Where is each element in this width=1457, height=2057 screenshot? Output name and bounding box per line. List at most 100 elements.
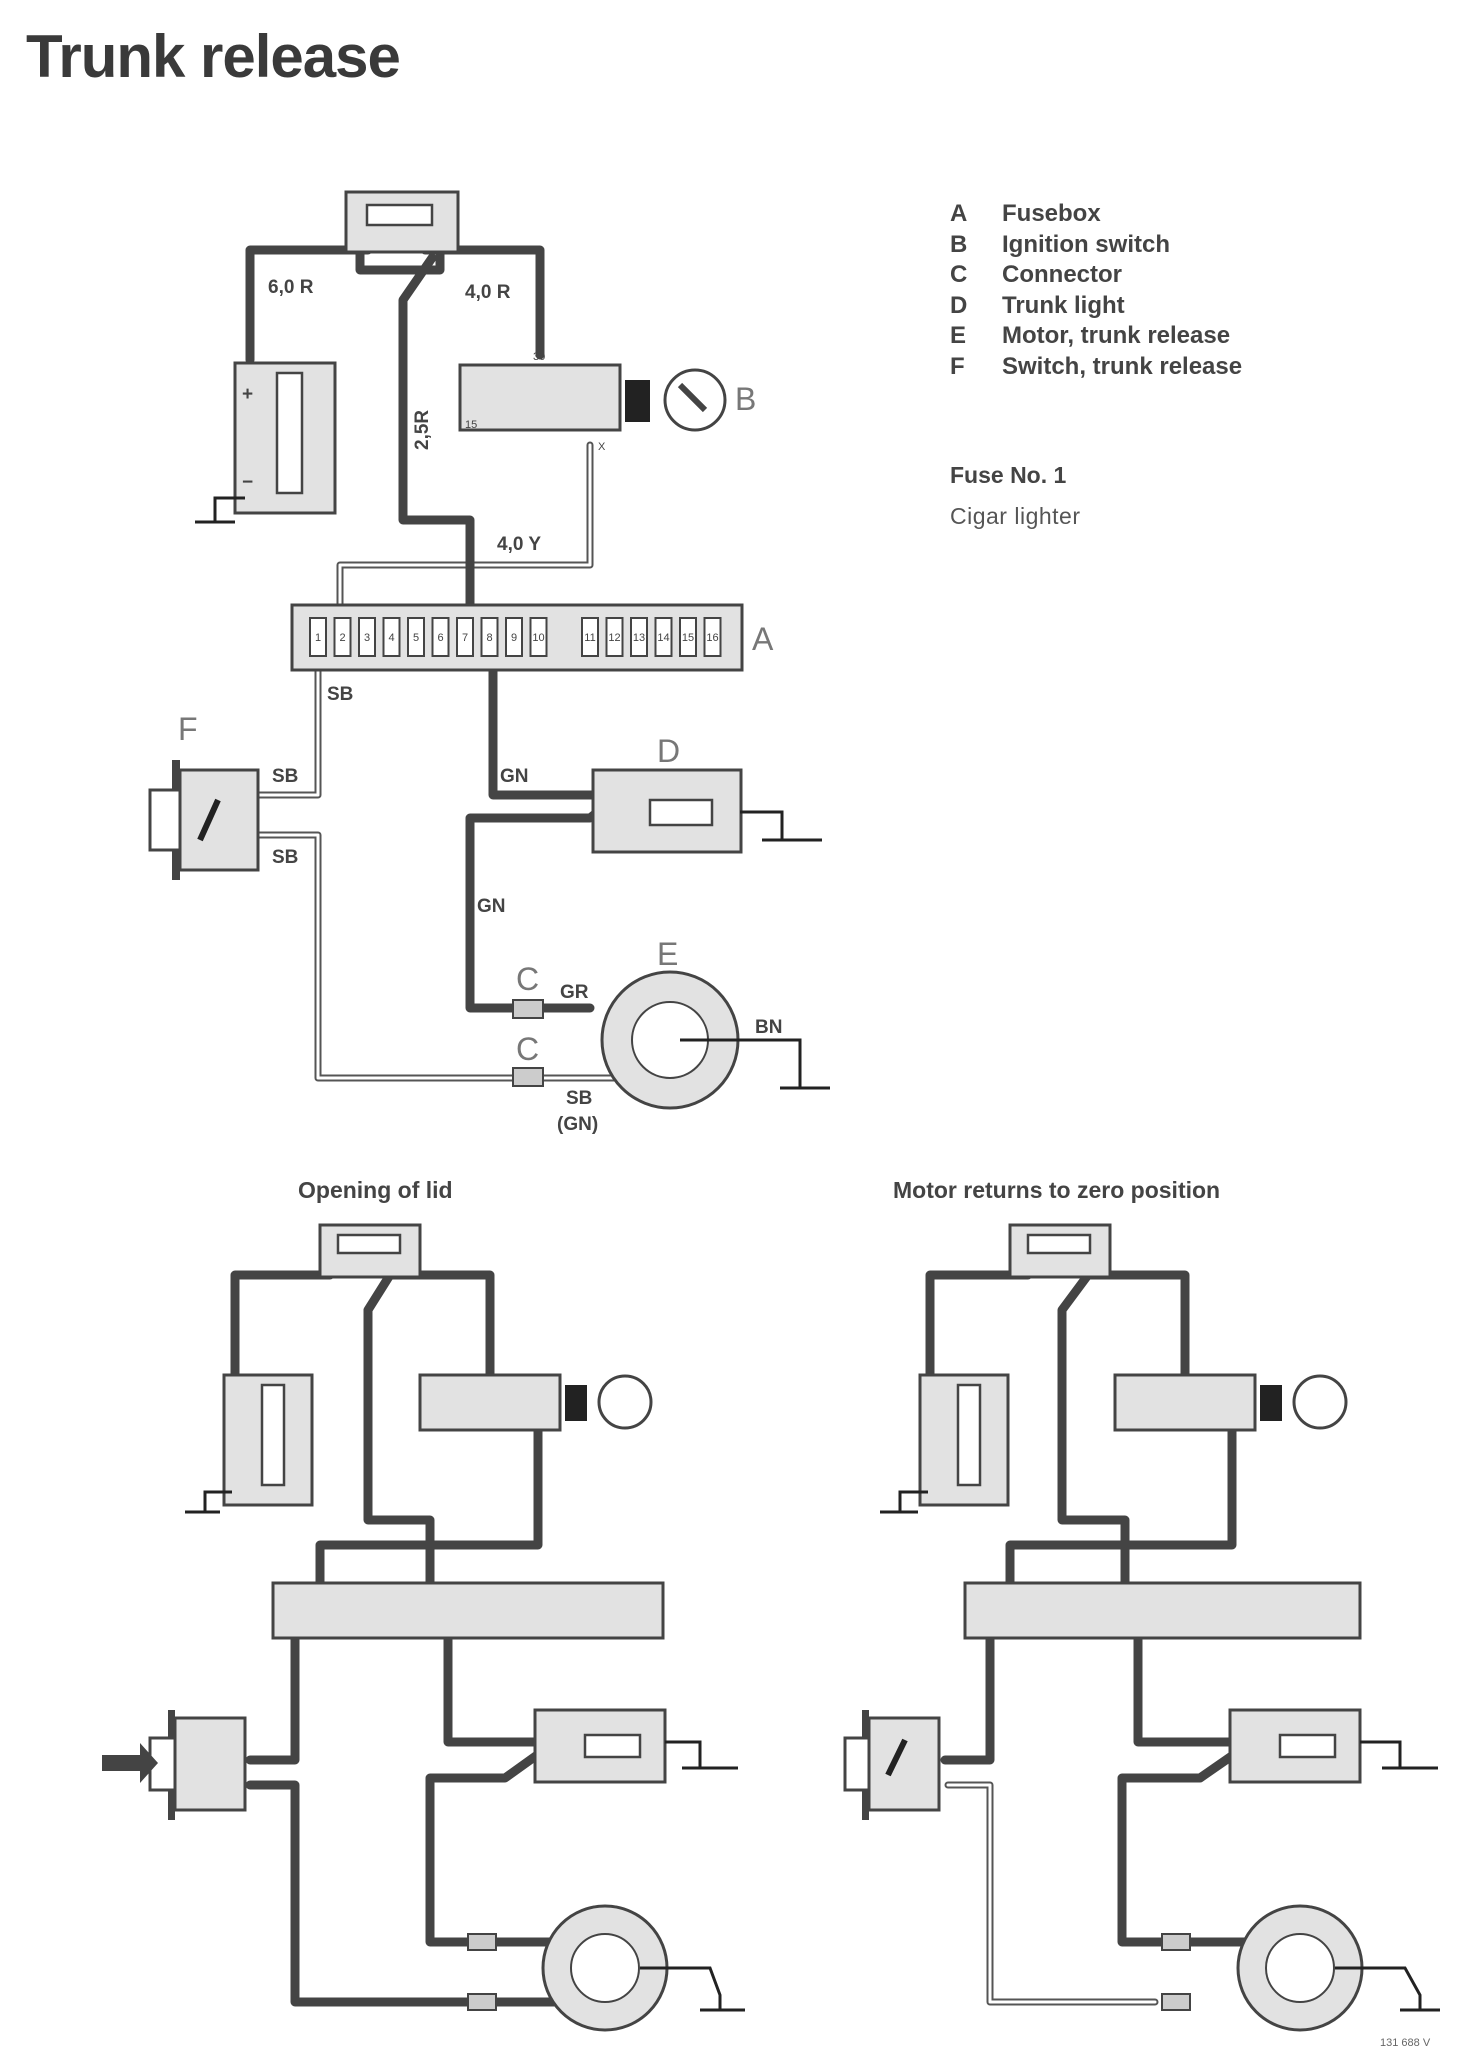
terminal-15: 15 (465, 419, 477, 431)
fuse-number: 7 (462, 632, 468, 644)
wire-label: BN (755, 1017, 782, 1038)
page-title: Trunk release (26, 23, 401, 90)
fuse-slot (529, 617, 548, 657)
fuse-number: 12 (608, 632, 620, 644)
return-thin-wires (944, 1781, 1159, 2006)
legend-letter: A (950, 200, 968, 227)
fuse-slot (407, 617, 425, 657)
fuse-number: 8 (486, 632, 492, 644)
wire-label: GR (560, 982, 589, 1003)
opening-components (102, 1223, 745, 2032)
legend-letter: F (950, 352, 965, 380)
fusebox (963, 1581, 1362, 1640)
fuse-number: 3 (364, 632, 370, 644)
fuse-slot (431, 617, 450, 657)
wire-labels: 6,0 R 4,0 R 2,5R 4,0 Y SB SB SB GN GN GR… (268, 277, 782, 1135)
wire-label: SB (272, 847, 298, 868)
fuse-slot (358, 617, 376, 657)
fuse-number: 1 (315, 632, 321, 644)
legend-letter: D (950, 291, 968, 319)
fuse-slot (382, 617, 401, 657)
fuse-slot (480, 617, 499, 657)
fusebox (271, 1581, 665, 1640)
legend-item: C Connector (950, 261, 1242, 292)
legend-text: Switch, trunk release (1002, 352, 1243, 380)
wire-label: SB (272, 766, 298, 787)
label-A: A (752, 621, 774, 657)
fuse-slot (505, 617, 523, 657)
wire-label: 4,0 R (465, 282, 511, 303)
connectors: C C (512, 961, 544, 1087)
terminal-x: X (598, 441, 606, 453)
fuse-number: 4 (388, 632, 394, 644)
battery-minus: − (242, 472, 253, 493)
legend-letter: E (950, 322, 967, 349)
wire-label: 4,0 Y (497, 534, 541, 555)
label-C1: C (516, 961, 539, 997)
fuse-slot (703, 617, 722, 657)
label-F: F (178, 711, 198, 747)
caption-return: Motor returns to zero position (893, 1177, 1221, 1203)
fuse-number: 15 (682, 632, 694, 644)
fuse-slot (581, 617, 599, 657)
fuse-description: Cigar lighter (950, 503, 1081, 529)
fuse-slot (679, 617, 697, 657)
label-B: B (735, 381, 756, 417)
legend-text: Trunk light (1002, 291, 1125, 319)
label-D: D (657, 733, 680, 769)
figure-number: 131 688 V (1380, 2037, 1431, 2049)
legend-text: Fusebox (1002, 200, 1101, 227)
legend-item: F Switch, trunk release (950, 353, 1242, 384)
ignition-switch: 30 15 X B (458, 351, 756, 453)
legend-letter: B (950, 230, 968, 258)
legend-item: B Ignition switch (950, 231, 1242, 262)
fuse-slot (309, 617, 327, 657)
wire-label: 2,5R (412, 410, 433, 450)
terminal-30: 30 (533, 351, 545, 363)
fuse-number: 14 (657, 632, 669, 644)
wire-label: GN (477, 896, 506, 917)
opening-wires (230, 1270, 585, 2007)
fuse-number: 16 (706, 632, 718, 644)
fuse-number: 9 (511, 632, 517, 644)
fuse-number: 6 (437, 632, 443, 644)
battery: + − (195, 361, 337, 524)
trunk-light: D (591, 733, 822, 854)
trunk-release-switch: F (148, 711, 260, 880)
legend-letter: C (950, 261, 968, 288)
legend-item: E Motor, trunk release (950, 322, 1242, 353)
legend-item: A Fusebox (950, 200, 1242, 231)
fuse-slot (333, 617, 352, 657)
legend-text: Ignition switch (1002, 230, 1170, 258)
junction-box (344, 190, 460, 254)
wire-label: SB (327, 684, 353, 705)
fuse-number: 11 (584, 632, 595, 644)
legend-text: Motor, trunk release (1002, 322, 1231, 349)
return-components (843, 1223, 1440, 2032)
battery-plus: + (242, 384, 253, 405)
fuse-slot (630, 617, 648, 657)
fuse-slot (654, 617, 673, 657)
legend: A Fusebox B Ignition switch C Connector D Tr… (950, 200, 1242, 383)
wire-label: (GN) (557, 1114, 598, 1135)
fuse-number: 10 (532, 632, 544, 644)
wire-label: 6,0 R (268, 277, 314, 298)
press-arrow-icon (102, 1743, 158, 1783)
caption-opening: Opening of lid (298, 1177, 453, 1203)
fuse-title: Fuse No. 1 (950, 462, 1067, 488)
fuse-slot (605, 617, 624, 657)
legend-text: Connector (1002, 261, 1122, 288)
fuse-number: 5 (413, 632, 419, 644)
legend-item: D Trunk light (950, 292, 1242, 323)
wire-label: GN (500, 766, 529, 787)
fuse-number: 13 (633, 632, 645, 644)
trunk-release-motor: E (600, 936, 830, 1110)
thin-wires (251, 441, 664, 1082)
label-C2: C (516, 1031, 539, 1067)
fuse-number: 2 (339, 632, 345, 644)
label-E: E (657, 936, 678, 972)
